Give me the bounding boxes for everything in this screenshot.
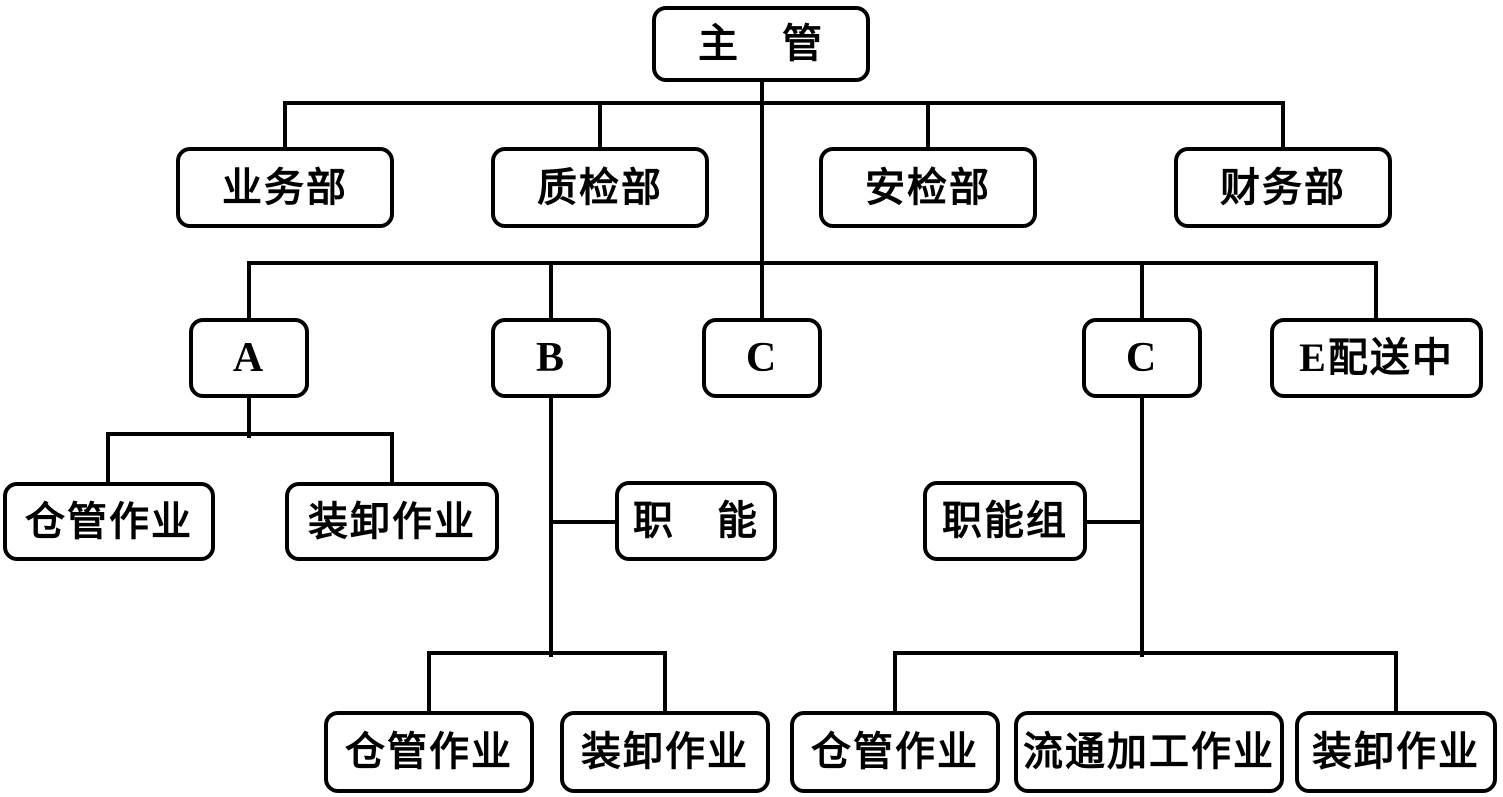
connector-line bbox=[247, 261, 251, 320]
org-node-zhinengzu: 职能组 bbox=[923, 481, 1087, 561]
connector-line bbox=[427, 651, 431, 715]
org-node-label: A bbox=[232, 335, 266, 381]
org-node-label: 质检部 bbox=[537, 164, 663, 210]
connector-line bbox=[549, 520, 619, 524]
org-node-yewubu: 业务部 bbox=[176, 147, 394, 228]
org-node-b: B bbox=[491, 318, 611, 398]
org-node-label: E配送中 bbox=[1299, 335, 1454, 380]
connector-line bbox=[549, 396, 553, 657]
connector-line bbox=[427, 651, 667, 655]
connector-line bbox=[1374, 261, 1378, 320]
connector-line bbox=[663, 651, 667, 715]
org-node-cangguan-b: 仓管作业 bbox=[324, 711, 534, 793]
org-node-label: 仓管作业 bbox=[25, 498, 193, 544]
connector-line bbox=[926, 101, 930, 149]
connector-line bbox=[283, 101, 287, 149]
connector-line bbox=[760, 80, 764, 320]
org-node-label: B bbox=[535, 335, 566, 381]
connector-line bbox=[598, 101, 602, 149]
connector-line bbox=[283, 101, 1285, 105]
org-node-e-peisong: E配送中 bbox=[1270, 318, 1483, 398]
org-node-liutong: 流通加工作业 bbox=[1014, 711, 1284, 793]
org-node-label: 职能组 bbox=[942, 498, 1068, 543]
org-node-cangguan-a: 仓管作业 bbox=[3, 482, 215, 561]
connector-line bbox=[893, 651, 897, 715]
org-node-zhuangxie-c: 装卸作业 bbox=[1295, 711, 1497, 793]
org-node-label: 安检部 bbox=[865, 164, 991, 210]
org-node-zhuguan: 主 管 bbox=[652, 6, 870, 82]
org-node-c2: C bbox=[1082, 318, 1202, 398]
org-node-label: C bbox=[745, 335, 779, 381]
connector-line bbox=[247, 396, 251, 438]
org-node-zhuangxie-b: 装卸作业 bbox=[560, 711, 770, 793]
org-node-zhineng: 职 能 bbox=[615, 481, 777, 561]
org-node-anjianbu: 安检部 bbox=[819, 147, 1037, 228]
connector-line bbox=[893, 651, 1398, 655]
org-node-c1: C bbox=[702, 318, 822, 398]
org-node-label: 业务部 bbox=[222, 164, 348, 210]
connector-line bbox=[549, 261, 553, 320]
connector-line bbox=[106, 432, 110, 486]
org-node-label: 主 管 bbox=[698, 21, 824, 66]
org-node-cangguan-c: 仓管作业 bbox=[790, 711, 1000, 793]
org-node-zhuangxie-a: 装卸作业 bbox=[285, 482, 499, 561]
org-node-label: 装卸作业 bbox=[1312, 729, 1480, 774]
connector-line bbox=[1140, 396, 1144, 657]
org-node-label: 装卸作业 bbox=[308, 498, 476, 544]
org-node-label: 职 能 bbox=[633, 498, 759, 543]
org-node-caiwubu: 财务部 bbox=[1174, 147, 1392, 228]
connector-line bbox=[390, 432, 394, 486]
connector-line bbox=[1394, 651, 1398, 715]
connector-line bbox=[1140, 261, 1144, 320]
org-node-label: 仓管作业 bbox=[811, 729, 979, 774]
org-node-label: 装卸作业 bbox=[581, 729, 749, 774]
org-node-zhijianbu: 质检部 bbox=[491, 147, 709, 228]
connector-line bbox=[1083, 520, 1144, 524]
connector-line bbox=[247, 261, 1378, 265]
connector-line bbox=[1281, 101, 1285, 149]
org-node-label: 流通加工作业 bbox=[1023, 729, 1275, 774]
org-node-label: C bbox=[1125, 335, 1159, 381]
org-node-label: 仓管作业 bbox=[345, 729, 513, 774]
org-node-label: 财务部 bbox=[1220, 164, 1346, 210]
connector-line bbox=[106, 432, 394, 436]
org-node-a: A bbox=[189, 318, 309, 398]
